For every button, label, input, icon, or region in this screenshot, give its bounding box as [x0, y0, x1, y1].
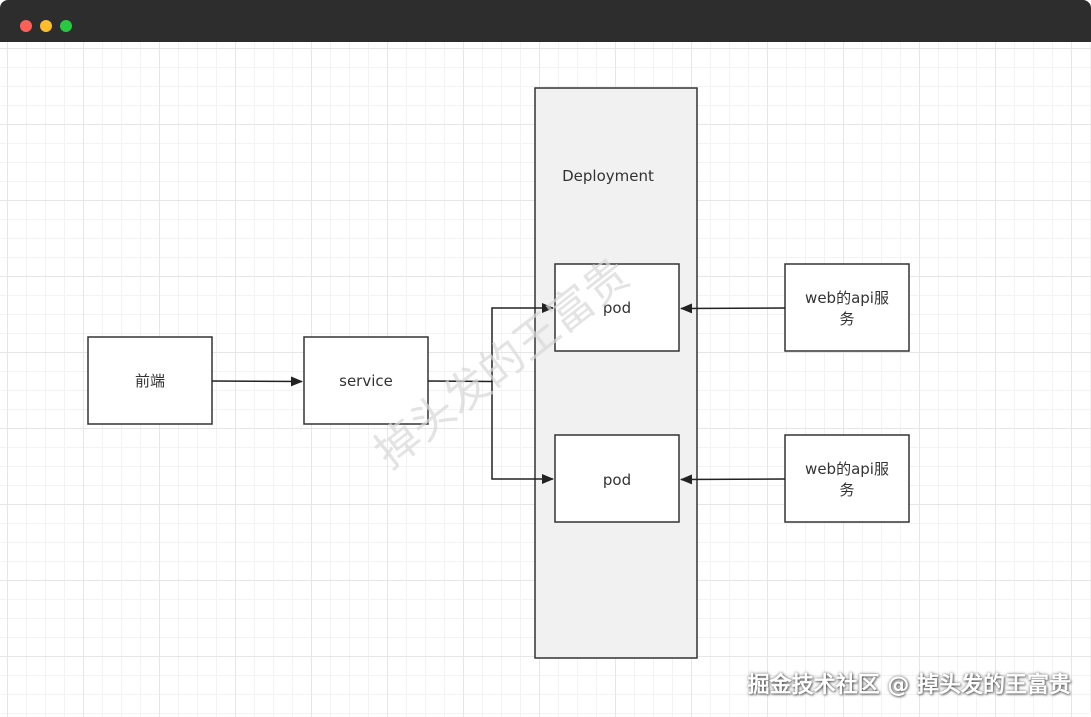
service-to-pod-bottom-arrow [491, 381, 554, 484]
api-bottom-node[interactable] [784, 434, 910, 523]
frontend-label: 前端 [135, 372, 165, 390]
pod-top-label: pod [603, 299, 631, 317]
footer-watermark: 掘金技术社区 @ 掉头发的王富贵 [747, 673, 1071, 698]
deployment-container[interactable] [534, 87, 698, 659]
api-top-label-line2: 务 [839, 310, 854, 328]
deployment-label: Deployment [562, 167, 654, 185]
api-top-to-pod-top-arrow [680, 303, 786, 314]
api-top-node[interactable] [784, 263, 910, 352]
pod-bottom-label: pod [603, 471, 631, 489]
frontend-to-service-arrow [211, 376, 303, 387]
service-label: service [339, 372, 393, 390]
pod-top-node[interactable] [554, 263, 680, 352]
api-bottom-label-line1: web的api服 [805, 460, 889, 478]
pod-bottom-node[interactable] [554, 434, 680, 523]
maximize-window-button[interactable] [60, 20, 72, 32]
api-bottom-label-line2: 务 [839, 481, 854, 499]
title-bar [0, 0, 1091, 42]
api-top-label-line1: web的api服 [805, 289, 889, 307]
close-window-button[interactable] [20, 20, 32, 32]
api-bottom-to-pod-bottom-arrow [680, 474, 786, 485]
frontend-node[interactable] [87, 336, 213, 425]
minimize-window-button[interactable] [40, 20, 52, 32]
service-to-pod-top-arrow [427, 303, 554, 383]
service-node[interactable] [303, 336, 429, 425]
